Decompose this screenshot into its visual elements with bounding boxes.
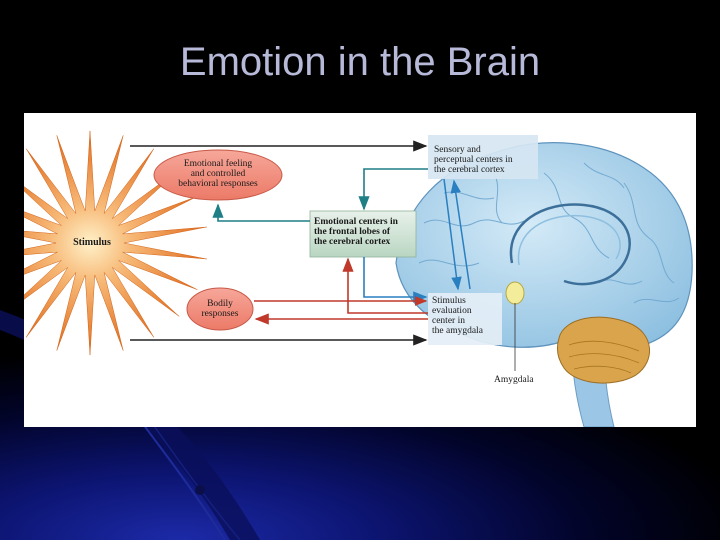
stimulus-eval-line-1: Stimulus (432, 296, 504, 306)
emotional-centers-line-2: the frontal lobes of (314, 227, 418, 237)
emotional-feeling-line-1: Emotional feeling (158, 159, 278, 169)
emotional-feeling-label: Emotional feeling and controlled behavio… (158, 159, 278, 189)
stimulus-label: Stimulus (62, 238, 122, 248)
bodily-responses-label: Bodily responses (187, 299, 253, 319)
bodily-responses-line-2: responses (187, 309, 253, 319)
sensory-line-3: the cerebral cortex (434, 165, 540, 175)
amygdala-shape (506, 282, 524, 304)
stimulus-evaluation-label: Stimulus evaluation center in the amygda… (432, 296, 504, 336)
sensory-line-1: Sensory and (434, 145, 540, 155)
background-dot (195, 485, 205, 495)
emotional-centers-label: Emotional centers in the frontal lobes o… (314, 217, 418, 247)
stimulus-eval-line-4: the amygdala (432, 326, 504, 336)
emotional-feeling-line-2: and controlled (158, 169, 278, 179)
emotion-diagram: Stimulus Emotional feeling and controlle… (24, 113, 696, 427)
amygdala-label: Amygdala (494, 375, 554, 385)
bodily-responses-line-1: Bodily (187, 299, 253, 309)
arrow-centers-to-feeling (218, 205, 310, 221)
arrow-sensory-to-centers (364, 169, 428, 209)
emotional-feeling-line-3: behavioral responses (158, 179, 278, 189)
sensory-line-2: perceptual centers in (434, 155, 540, 165)
stimulus-eval-line-3: center in (432, 316, 504, 326)
slide-title: Emotion in the Brain (0, 40, 720, 85)
diagram-graphics (24, 113, 696, 427)
emotional-centers-line-1: Emotional centers in (314, 217, 418, 227)
sensory-centers-label: Sensory and perceptual centers in the ce… (434, 145, 540, 175)
emotional-centers-line-3: the cerebral cortex (314, 237, 418, 247)
stimulus-eval-line-2: evaluation (432, 306, 504, 316)
